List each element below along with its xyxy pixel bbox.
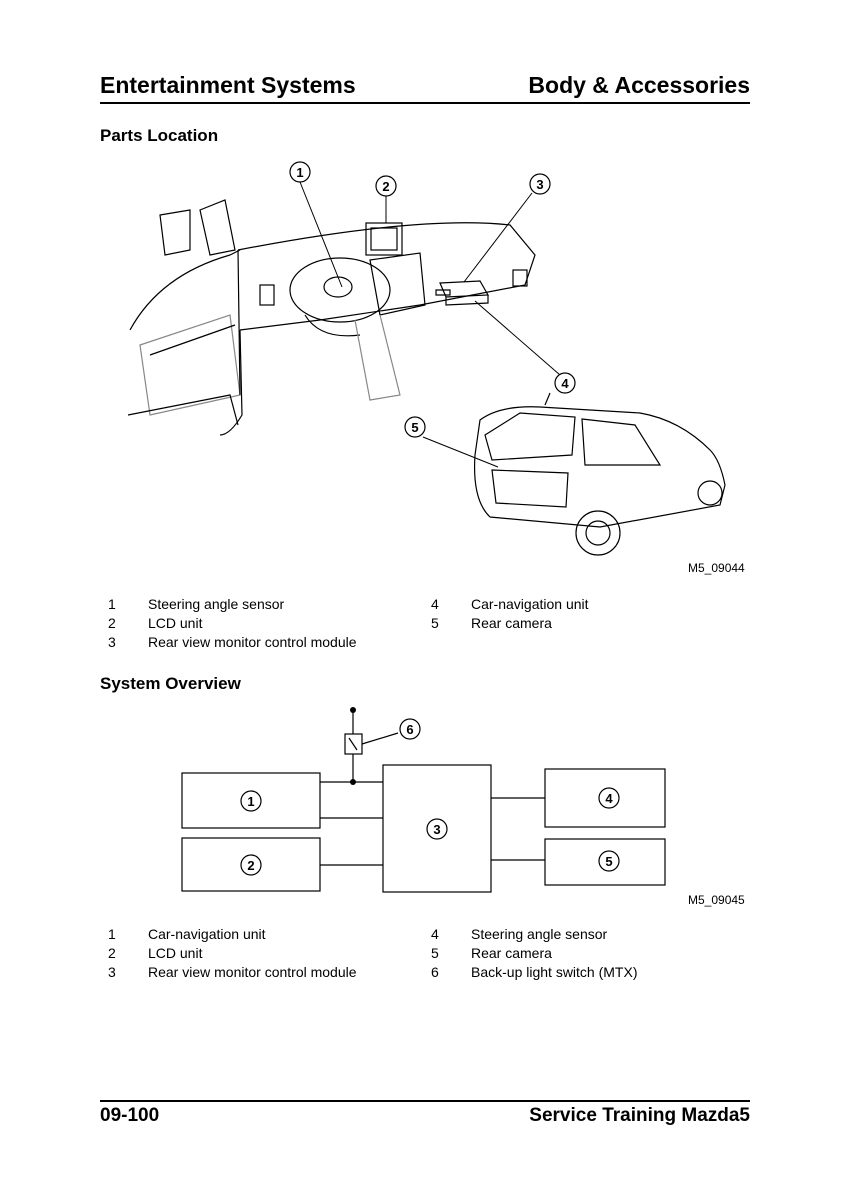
- figure-code-2: M5_09045: [688, 893, 745, 907]
- block-5: [544, 838, 666, 886]
- block-label-5: 5: [605, 854, 612, 869]
- callout-4: 4: [561, 376, 569, 391]
- callout-3: 3: [536, 177, 543, 192]
- system-overview-heading: System Overview: [100, 674, 241, 693]
- block-label-3: 3: [433, 822, 440, 837]
- callout-2: 2: [382, 179, 389, 194]
- system-overview-diagram: 1 2 3 4 5 6: [181, 707, 666, 893]
- block-label-2: 2: [247, 858, 254, 873]
- figure-code-1: M5_09044: [688, 561, 745, 575]
- page-footer: 09-100 Service Training Mazda5: [100, 1100, 750, 1132]
- block-label-4: 4: [605, 791, 613, 806]
- parts-location-heading: Parts Location: [100, 126, 219, 145]
- callout-5: 5: [411, 420, 418, 435]
- block-1: [181, 772, 321, 829]
- page-header: Entertainment Systems Body & Accessories: [100, 70, 750, 104]
- block-3: [382, 764, 492, 893]
- chapter-title: Entertainment Systems: [100, 72, 356, 98]
- callout-1: 1: [296, 165, 303, 180]
- section-category: Body & Accessories: [528, 72, 750, 98]
- parts-location-illustration: 1 2 3 4 5: [127, 161, 726, 556]
- block-label-1: 1: [247, 794, 254, 809]
- block-label-6: 6: [406, 722, 413, 737]
- page-number: 09-100: [100, 1105, 160, 1126]
- publication-title: Service Training Mazda5: [529, 1105, 750, 1126]
